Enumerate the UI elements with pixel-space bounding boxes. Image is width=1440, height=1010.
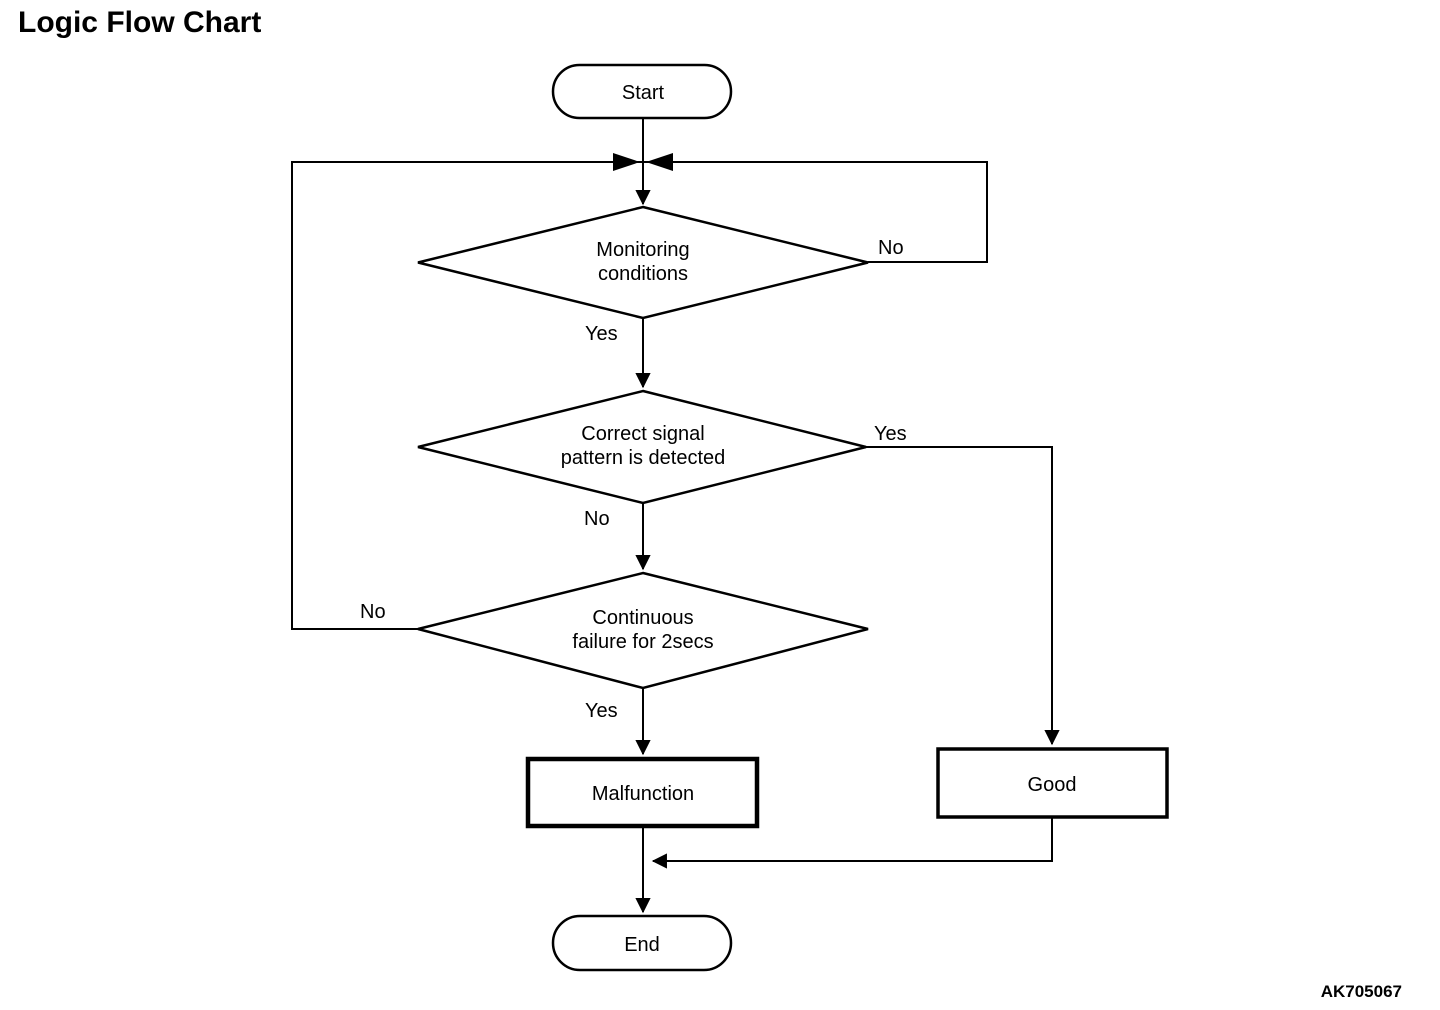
good-node [936,747,1169,819]
continuous-failure-label-line1: Continuous [592,607,693,629]
malfunction-node [525,756,760,829]
figure-code: AK705067 [1320,982,1402,1001]
edge-continuous-failure-no-loop [291,161,418,630]
start-node [551,63,733,120]
edge-correct-signal-yes-to-good [866,446,1060,746]
page-title: Logic Flow Chart [18,6,262,39]
correct-signal-label-line2: pattern is detected [561,447,726,469]
correct-signal-decision [417,389,867,505]
edge-label-continuous-failure-no: No [360,601,386,623]
continuous-failure-decision [417,571,869,690]
edge-label-correct-signal-no: No [584,508,610,530]
monitoring-conditions-label-line1: Monitoring [596,239,689,261]
edge-label-correct-signal-yes: Yes [874,423,907,445]
correct-signal-label-line1: Correct signal [581,423,704,445]
edge-good-to-end-junction [651,818,1053,869]
arrowhead-left-into-junction [613,153,640,171]
edge-label-monitoring-no: No [878,237,904,259]
continuous-failure-label-line2: failure for 2secs [572,631,713,653]
end-node-label: End [624,934,660,956]
edge-label-continuous-failure-yes: Yes [585,700,618,722]
arrowhead-right-into-junction [646,153,673,171]
end-node [551,914,733,972]
start-node-label: Start [622,82,665,104]
edge-monitoring-no-loop [868,161,988,263]
edge-label-monitoring-yes: Yes [585,323,618,345]
malfunction-node-label: Malfunction [592,783,694,805]
monitoring-conditions-decision [417,205,869,320]
monitoring-conditions-label-line2: conditions [598,263,688,285]
good-node-label: Good [1028,774,1077,796]
